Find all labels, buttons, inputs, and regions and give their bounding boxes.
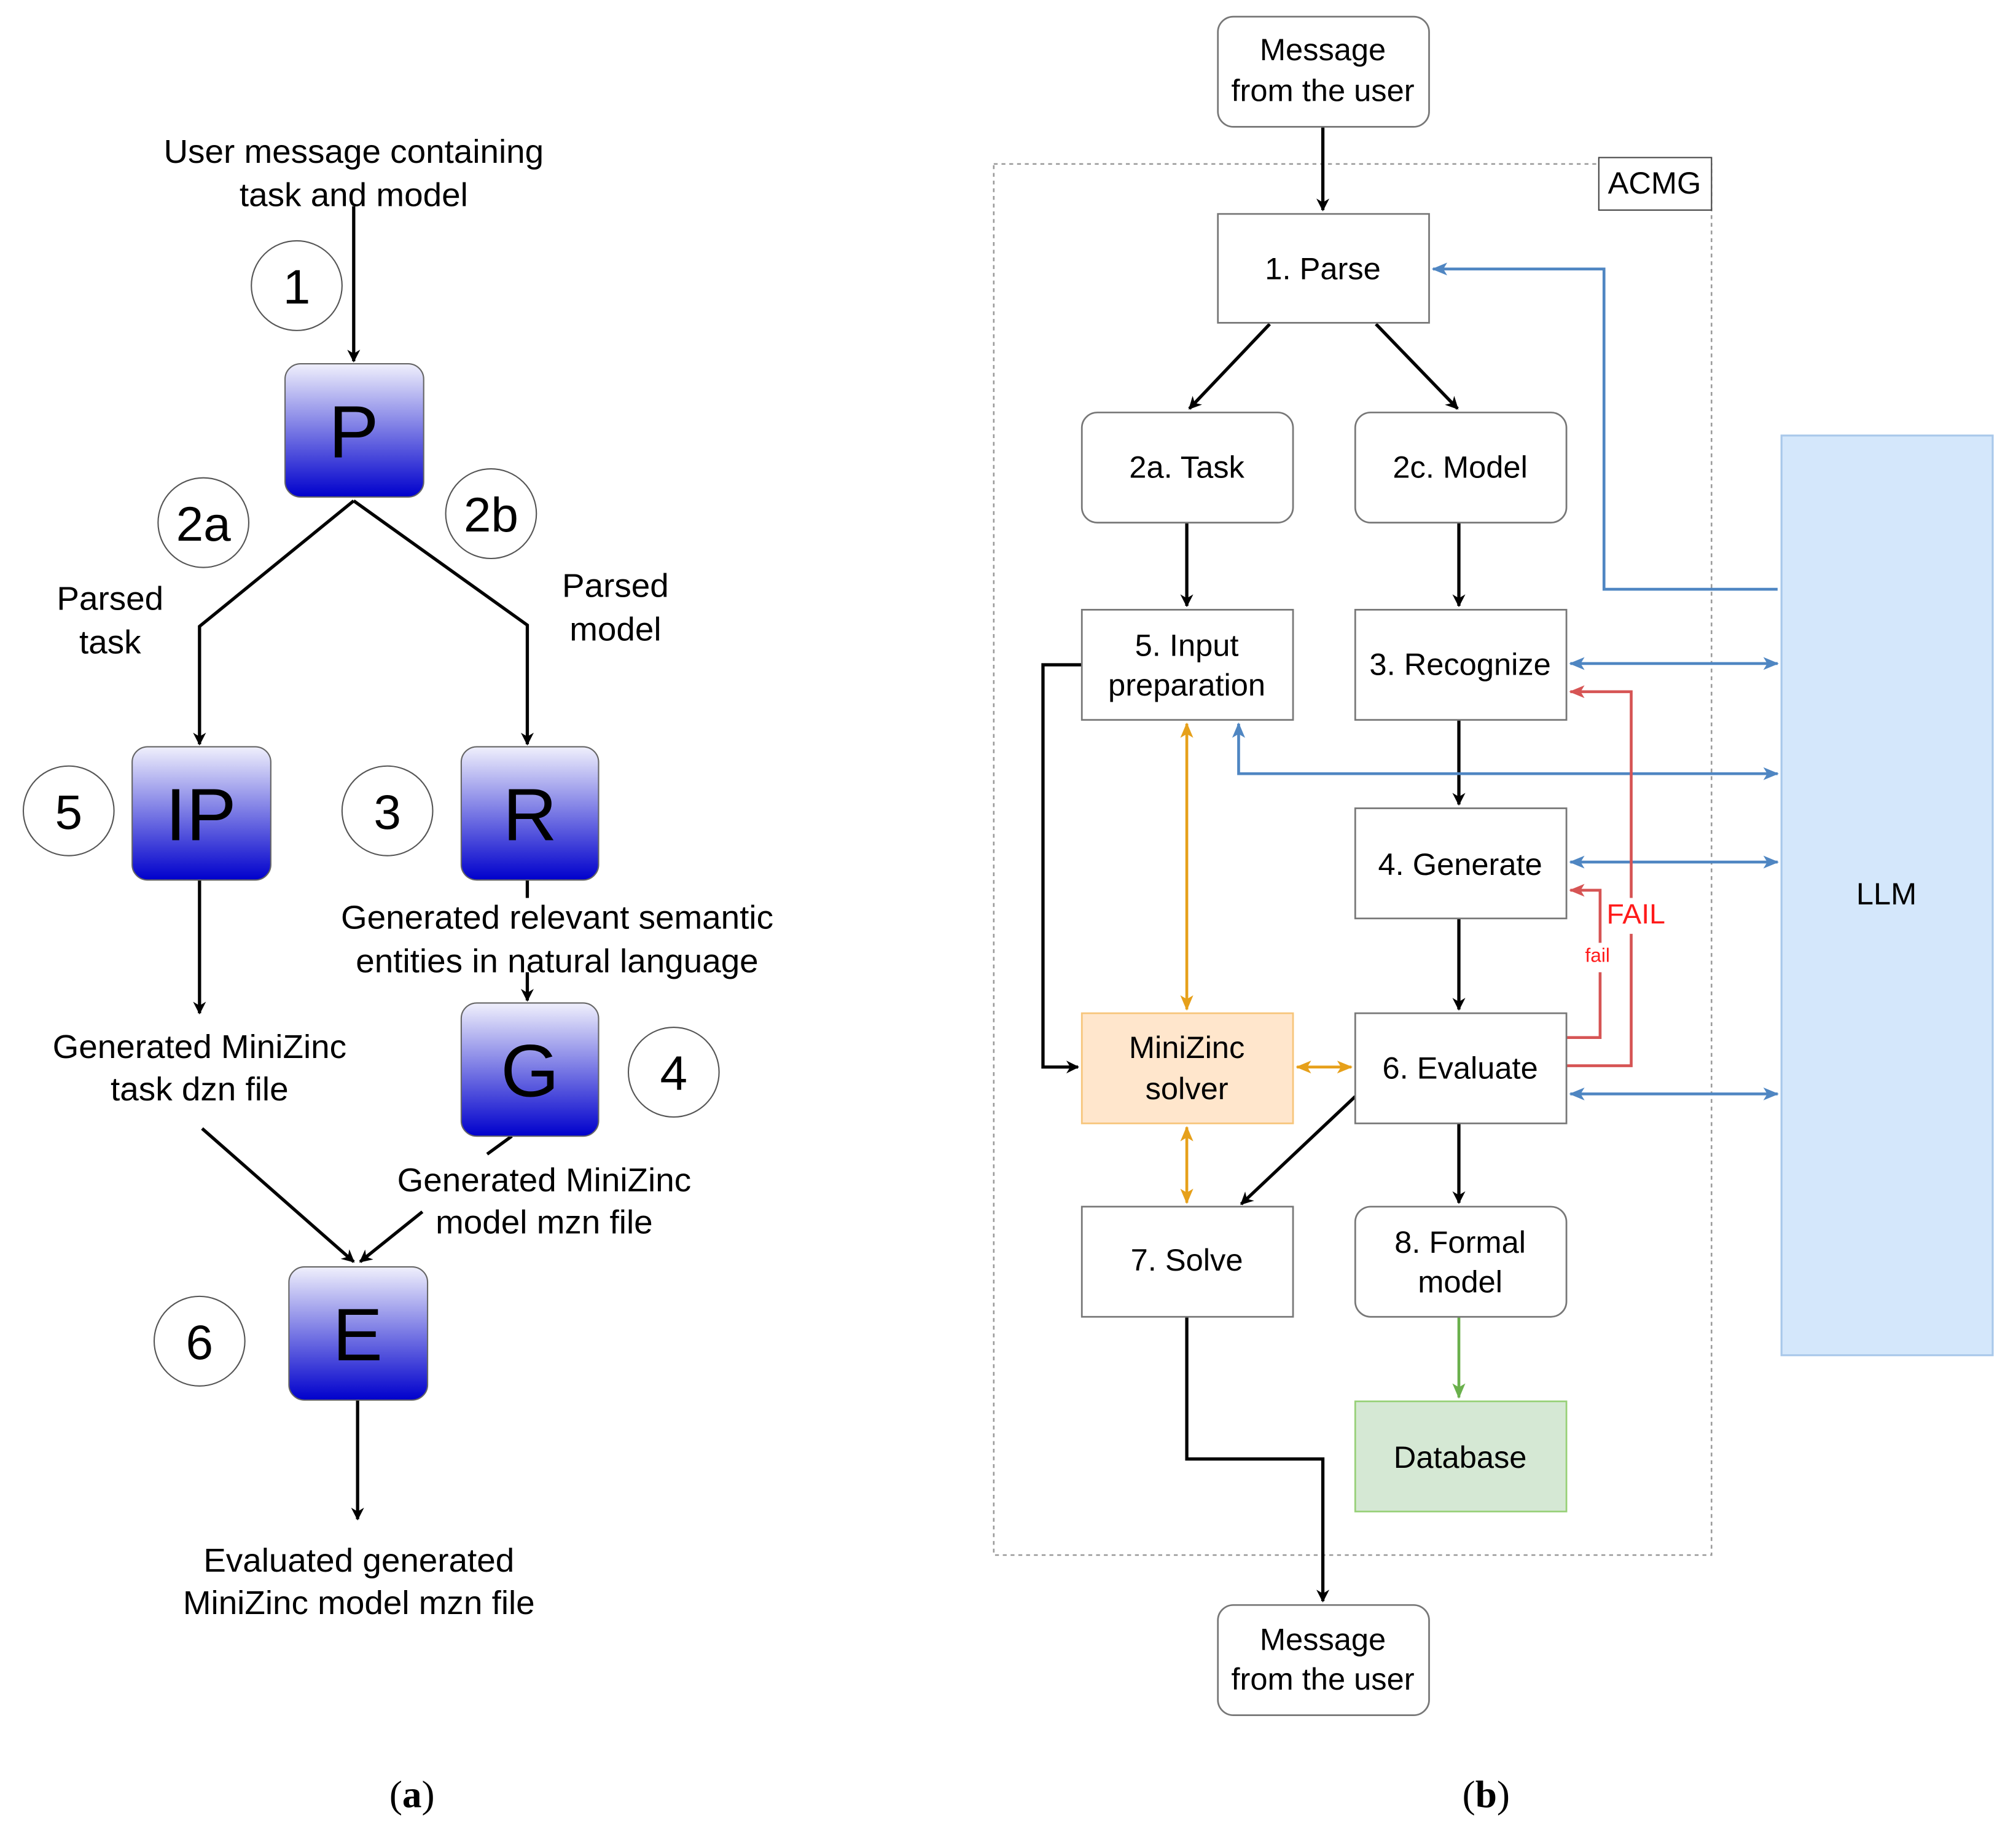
step-number-3: 3 [373,785,401,839]
edge-llm-parse [1431,262,1778,591]
step-letter-r: R [503,773,557,856]
label-parsed-model-2: model [569,611,661,648]
panel-a-caption: (a) [389,1773,435,1816]
step-number-1: 1 [283,260,311,314]
formal-line2: model [1418,1264,1502,1299]
step-circle-6 [153,1295,246,1387]
acmg-label-box [1598,157,1713,211]
edge-evaluate-to-solve [1240,1095,1357,1205]
formal-line1: 8. Formal [1394,1225,1526,1260]
node-model [1354,411,1568,523]
node-parse [1217,213,1430,324]
edge-g-down [486,1135,513,1156]
node-task [1080,411,1294,523]
step-circle-1 [251,240,343,331]
label-parsed-task-2: task [79,624,141,661]
message-out-line1: Message [1260,1622,1386,1657]
evaluate-label: 6. Evaluate [1383,1051,1538,1086]
step-box-r [460,746,600,881]
message-out-line2: from the user [1231,1661,1414,1696]
label-model-mzn-1: Generated MiniZinc [397,1161,691,1199]
node-input-preparation [1080,609,1294,721]
node-database [1354,1400,1568,1513]
label-semantic-1: Generated relevant semantic [341,899,773,936]
step-letter-ip: IP [165,773,236,856]
step-circle-3 [341,765,434,856]
edge-parse-to-task [1188,323,1271,410]
fail-label-big: FAIL [1606,898,1665,930]
database-label: Database [1394,1440,1527,1475]
label-model-mzn-2: model mzn file [436,1204,652,1241]
step-number-5: 5 [55,785,83,839]
step-circle-4 [627,1026,720,1118]
llm-label: LLM [1856,876,1916,911]
edge-mzn-to-e [359,1210,424,1263]
edge-p-to-r [353,500,534,746]
acmg-container [993,163,1713,1556]
edge-input-to-minizinc [1041,663,1082,1074]
step-letter-g: G [501,1029,559,1112]
step-circle-2b [445,468,537,560]
edge-fail-generate-lower [1566,972,1602,1040]
label-task-dzn-2: task dzn file [111,1070,289,1108]
node-formal-model [1354,1205,1568,1318]
step-box-p [284,363,424,498]
edge-dzn-to-e [201,1127,355,1263]
input-text-line1: User message containing [163,133,544,170]
step-number-2b: 2b [464,488,518,542]
label-semantic-2: entities in natural language [356,943,758,980]
input-prep-line2: preparation [1108,667,1265,702]
node-generate [1354,807,1568,920]
edge-parse-to-model [1375,323,1459,410]
panel-b: ACMG LLM [993,15,1994,1816]
label-parsed-task-1: Parsed [57,580,163,617]
acmg-label: ACMG [1608,165,1701,200]
node-recognize [1354,609,1568,721]
minizinc-line1: MiniZinc [1129,1030,1244,1065]
message-in-line1: Message [1260,32,1386,67]
edge-fail-generate-upper [1569,884,1602,943]
model-label: 2c. Model [1393,450,1527,485]
step-letter-e: E [332,1293,383,1376]
step-circle-5 [22,765,115,856]
node-message-out [1217,1604,1430,1716]
task-label: 2a. Task [1129,450,1244,485]
recognize-label: 3. Recognize [1369,647,1550,682]
parse-label: 1. Parse [1265,251,1380,286]
node-solve [1080,1205,1294,1318]
step-box-g [460,1002,600,1137]
fail-label-small: fail [1585,945,1610,966]
step-number-6: 6 [186,1315,214,1369]
minizinc-line2: solver [1146,1071,1229,1106]
step-number-2a: 2a [176,496,232,551]
edge-p-to-ip [193,500,355,746]
label-parsed-model-1: Parsed [562,567,669,605]
message-in-line2: from the user [1231,73,1414,108]
node-message-in [1217,15,1430,128]
generate-label: 4. Generate [1378,847,1542,882]
solve-label: 7. Solve [1131,1242,1243,1277]
edge-llm-input [1232,722,1780,780]
step-number-4: 4 [660,1046,688,1100]
label-output-1: Evaluated generated [203,1542,514,1579]
input-prep-line1: 5. Input [1135,628,1239,663]
edge-fail-recognize-lower [1566,933,1633,1067]
node-evaluate [1354,1012,1568,1124]
label-task-dzn-1: Generated MiniZinc [53,1028,346,1065]
label-output-2: MiniZinc model mzn file [183,1584,535,1621]
step-letter-p: P [329,390,379,473]
llm-block [1780,434,1994,1357]
step-box-ip [131,746,272,881]
panel-a: User message containing task and model 1 [22,133,773,1816]
node-minizinc-solver [1080,1012,1294,1124]
edge-fail-recognize-upper [1569,685,1633,898]
edge-solve-to-msg [1185,1317,1330,1603]
step-box-e [288,1266,429,1401]
panel-b-caption: (b) [1463,1773,1510,1816]
step-circle-2a [157,477,250,568]
